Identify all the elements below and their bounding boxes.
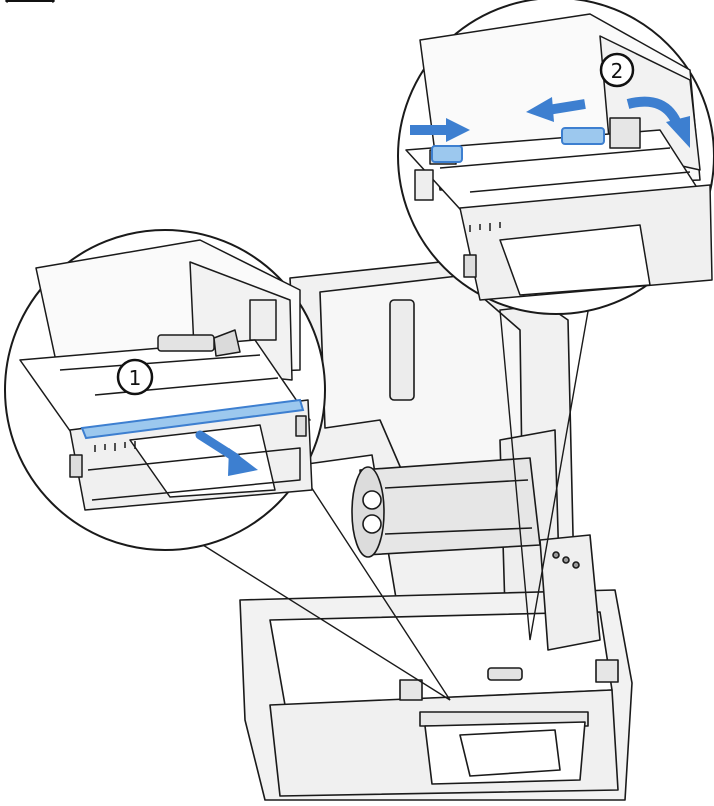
step-1-marker: 1 [116,358,154,396]
arrow-rotate-icon [626,96,690,148]
left-media-guide-highlight [431,145,463,163]
top-left-partial-circle [4,0,56,4]
arrow-guide-left-icon [526,97,586,122]
step-2-number: 2 [611,59,624,83]
arrow-guide-right-icon [410,118,470,142]
printer-illustration [239,257,633,801]
magnifier-step-1: 1 [4,229,326,551]
right-media-guide-highlight [561,127,605,145]
step-2-marker: 2 [599,52,635,88]
magnifier-step-2: 2 [397,0,714,315]
print-head-bar-highlight [80,398,305,440]
arrow-pull-out-icon [195,430,258,476]
step-1-number: 1 [129,366,142,390]
